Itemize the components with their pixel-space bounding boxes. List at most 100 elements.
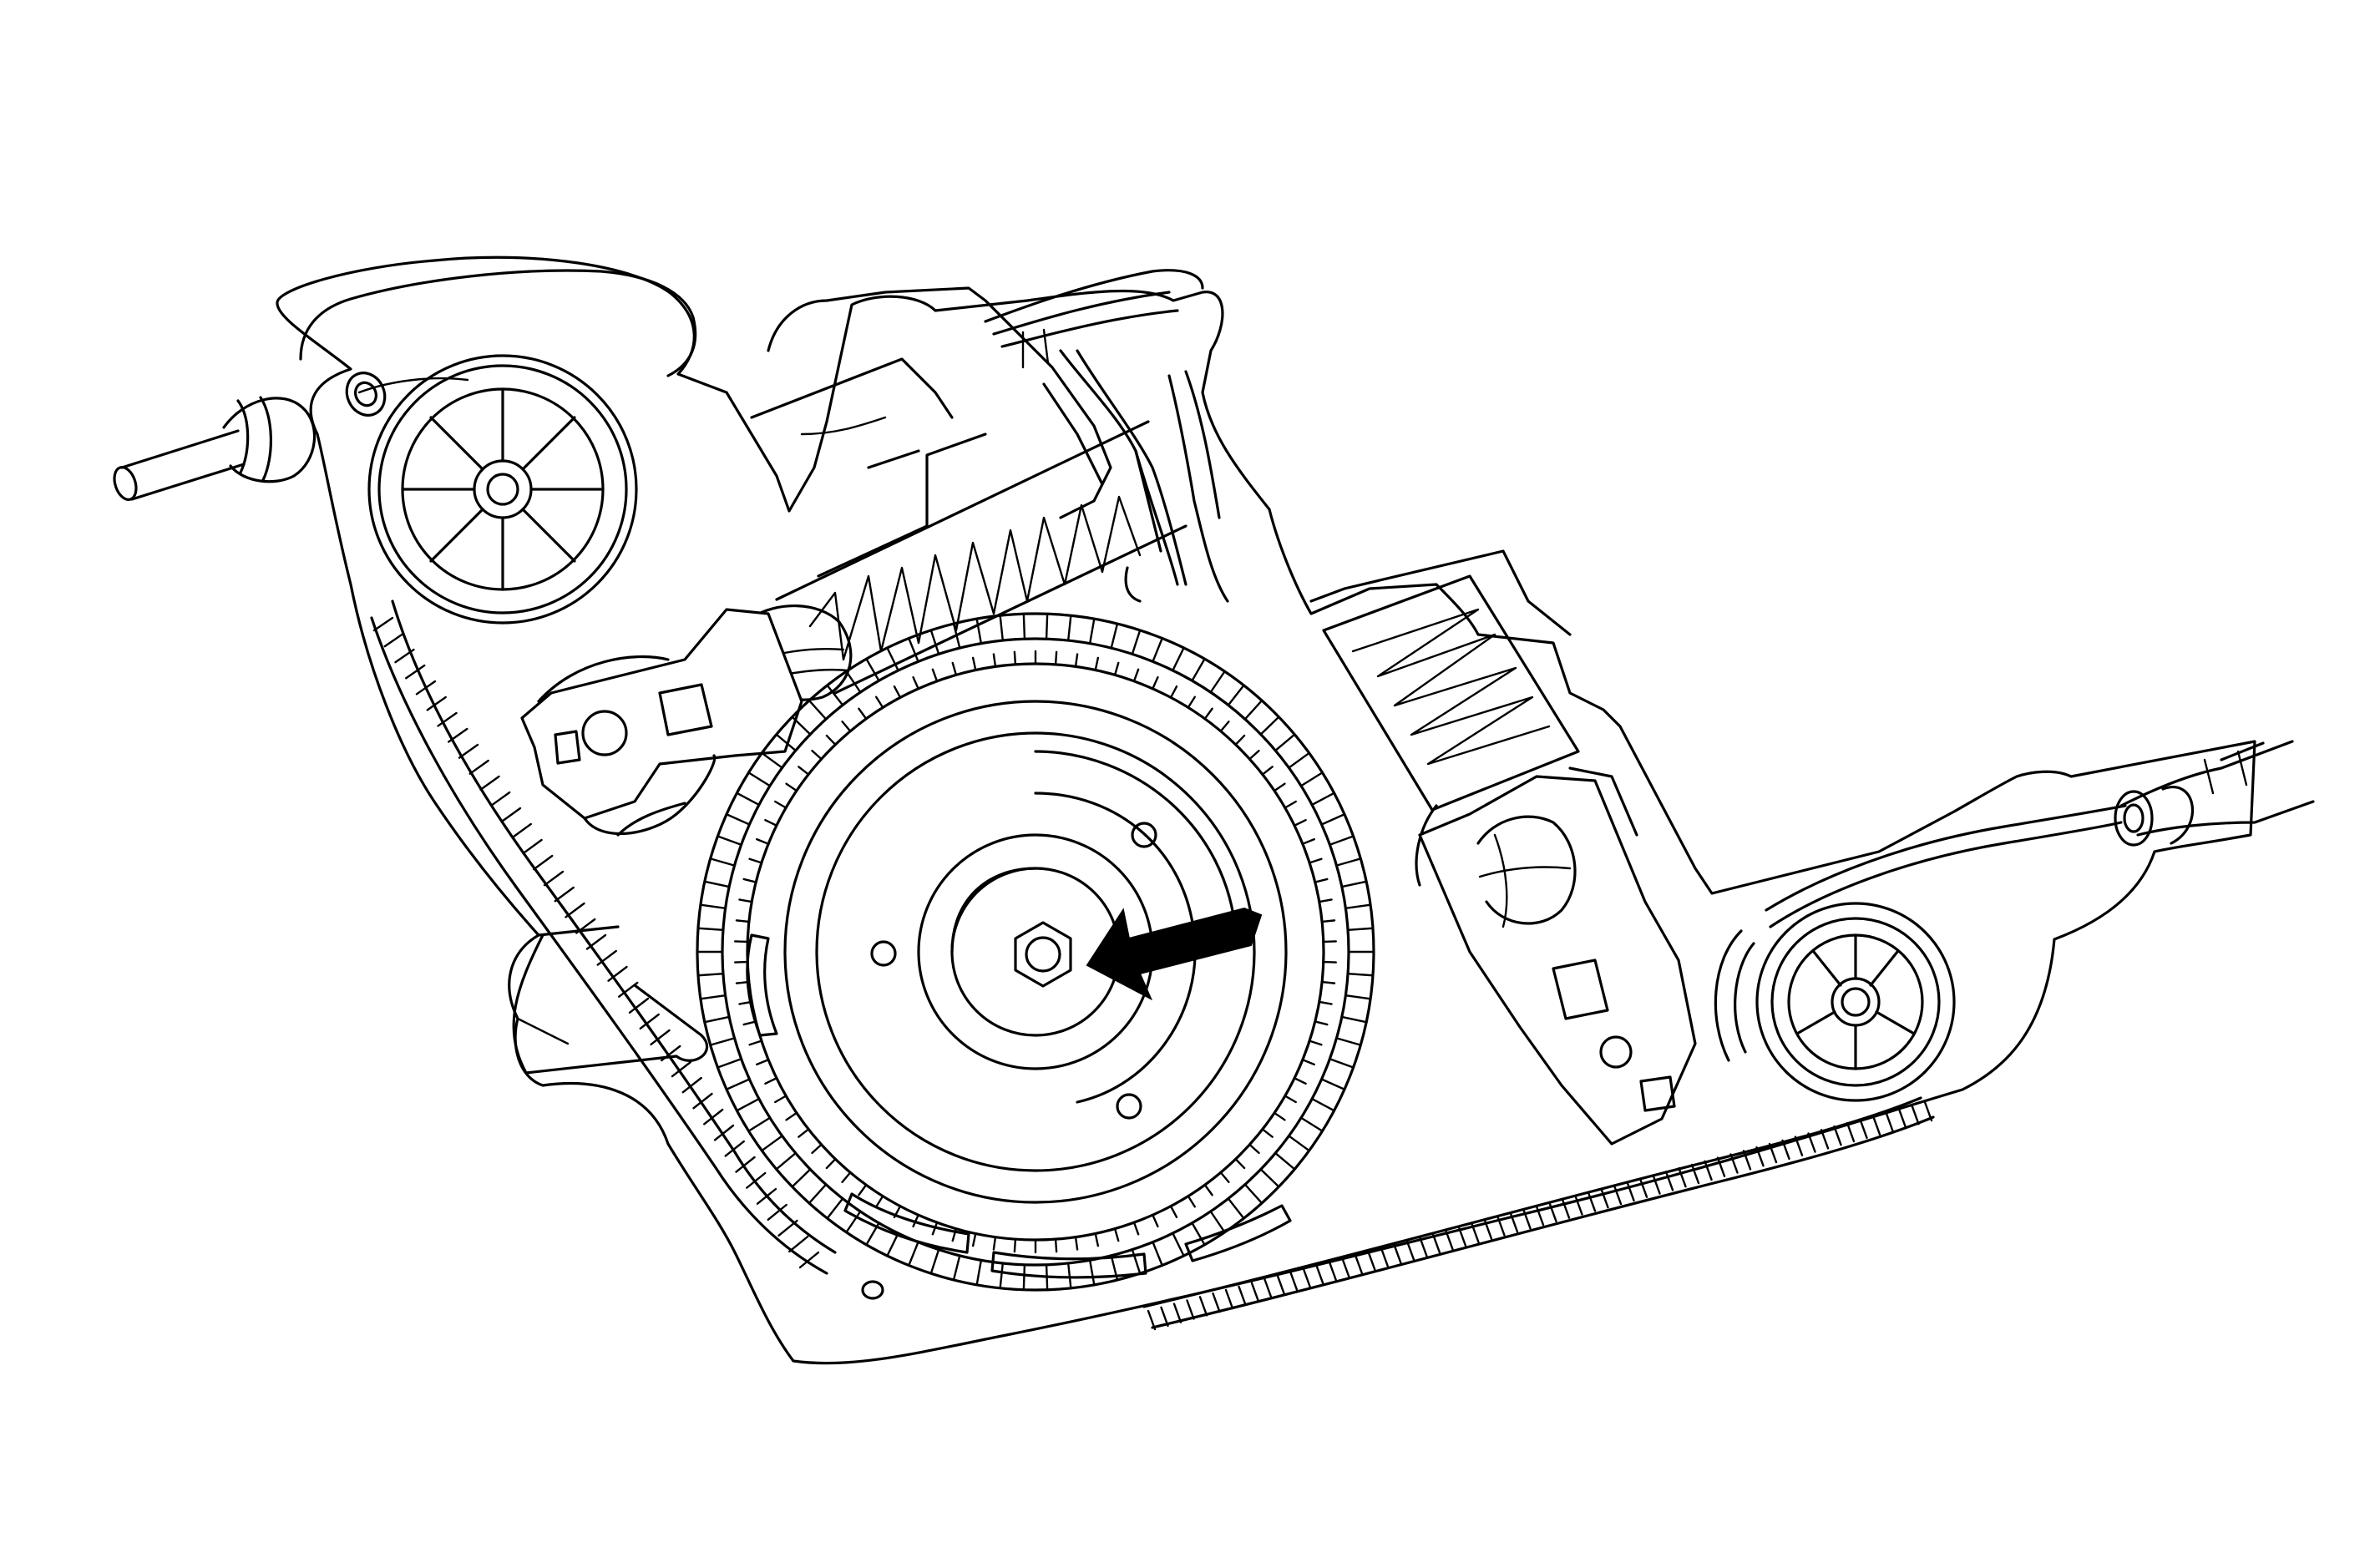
belt-tooth: [383, 632, 404, 648]
sprocket-tick: [748, 1040, 763, 1046]
sprocket-tooth: [1172, 1232, 1185, 1257]
sprocket-tooth: [1340, 1015, 1368, 1024]
upper-block: [750, 286, 1112, 578]
sprocket-tooth: [1259, 716, 1280, 736]
lower-left-casing: [512, 925, 709, 1075]
sprocket-tick: [785, 782, 798, 792]
sprocket-tooth: [886, 1232, 899, 1257]
sprocket-tooth: [1310, 792, 1335, 807]
sprocket-tick: [1132, 1221, 1140, 1236]
sprocket-tooth: [761, 751, 783, 769]
sprocket-tooth: [1310, 1097, 1335, 1112]
crankshaft-sprocket: [696, 612, 1375, 1292]
belt-tooth: [1729, 1153, 1739, 1174]
sprocket-tick: [1318, 1000, 1333, 1005]
sprocket-tick: [811, 749, 823, 761]
sprocket-tooth: [952, 622, 961, 650]
sprocket-tick: [825, 1157, 837, 1170]
belt-tooth: [1535, 1205, 1545, 1227]
sprocket-tick: [1234, 1157, 1246, 1170]
belt-tooth: [1289, 1271, 1299, 1292]
belt-tooth: [681, 1076, 702, 1094]
sprocket-tooth: [1274, 733, 1296, 752]
sprocket-tick: [992, 1236, 997, 1251]
sprocket-tick: [1314, 1020, 1329, 1026]
sprocket-tooth: [1243, 1183, 1263, 1205]
sprocket-tooth: [696, 972, 725, 977]
belt-tooth: [1445, 1229, 1454, 1251]
sprocket-tooth: [747, 771, 772, 787]
sprocket-tick: [1152, 1213, 1159, 1228]
belt-tooth: [585, 933, 607, 950]
sprocket-tooth: [1346, 927, 1375, 932]
belt-tooth: [490, 791, 511, 807]
belt-tooth: [500, 807, 522, 823]
sprocket-tooth: [1022, 1263, 1026, 1291]
belt-tooth: [1587, 1191, 1597, 1212]
belt-tooth: [1522, 1208, 1532, 1230]
belt-tooth: [1380, 1247, 1390, 1268]
sprocket-tick: [875, 1195, 884, 1208]
sprocket-tooth: [975, 1259, 983, 1287]
belt-tooth: [426, 696, 447, 711]
sprocket-tick: [734, 960, 749, 964]
belt-tooth: [1613, 1184, 1623, 1206]
sprocket-tick: [756, 837, 770, 845]
sprocket-tooth: [775, 733, 797, 752]
belt-tooth: [756, 1187, 777, 1205]
left-shaft: [113, 396, 316, 501]
sprocket-tick: [992, 653, 997, 668]
sprocket-tick: [1113, 661, 1120, 676]
sprocket-tick: [774, 1095, 787, 1104]
belt-tooth: [1820, 1129, 1830, 1150]
belt-tooth: [767, 1203, 787, 1221]
belt-tooth: [788, 1235, 809, 1253]
sprocket-tick: [1248, 1143, 1260, 1155]
sprocket-tick: [951, 661, 958, 676]
belt-tooth: [522, 838, 543, 855]
sprocket-tooth: [736, 792, 761, 807]
sprocket-tooth: [709, 1037, 736, 1046]
sprocket-tooth: [952, 1254, 961, 1282]
belt-tooth: [468, 759, 489, 775]
sprocket-tooth: [1288, 1135, 1310, 1152]
belt-tooth: [1548, 1201, 1557, 1223]
sprocket-tooth: [1243, 699, 1263, 721]
sprocket-tick: [1094, 656, 1100, 671]
belt-tooth: [692, 1092, 713, 1110]
belt-tooth: [565, 902, 585, 918]
sprocket-tick: [841, 721, 852, 732]
belt-tooth: [671, 1060, 692, 1078]
sprocket-tick: [1219, 1171, 1230, 1183]
sprocket-tick: [1284, 1095, 1297, 1104]
sprocket-tooth: [725, 813, 751, 826]
belt-tooth: [713, 1124, 735, 1141]
belt-tooth: [1172, 1303, 1182, 1323]
sprocket-tick: [1169, 685, 1178, 699]
belt-tooth: [639, 1013, 660, 1030]
sprocket-tooth: [1274, 1151, 1296, 1171]
sprocket-tooth: [699, 994, 727, 1000]
sprocket-tick: [748, 857, 763, 864]
sprocket-tooth: [703, 880, 731, 888]
belt-tooth: [1186, 1299, 1195, 1320]
sprocket-tick: [875, 696, 884, 709]
sprocket-tooth: [886, 646, 899, 672]
sprocket-tick: [1320, 919, 1336, 923]
sprocket-tooth: [929, 629, 940, 655]
belt-tooth: [437, 711, 458, 727]
belt-tooth: [1871, 1115, 1881, 1136]
sprocket-tooth: [1172, 646, 1185, 672]
sprocket-tooth: [1288, 751, 1310, 769]
sprocket-tick: [798, 766, 810, 776]
belt-tooth: [415, 680, 437, 696]
sprocket-tooth: [845, 1210, 862, 1233]
belt-tooth: [1574, 1195, 1583, 1216]
sprocket-tick: [1318, 898, 1333, 903]
sprocket-tick: [1094, 1232, 1100, 1247]
belt-tooth: [1405, 1240, 1415, 1261]
sprocket-tooth: [791, 1168, 812, 1188]
sprocket-tooth: [808, 1183, 828, 1205]
belt-tooth: [1794, 1136, 1804, 1156]
belt-tooth: [1807, 1132, 1816, 1153]
